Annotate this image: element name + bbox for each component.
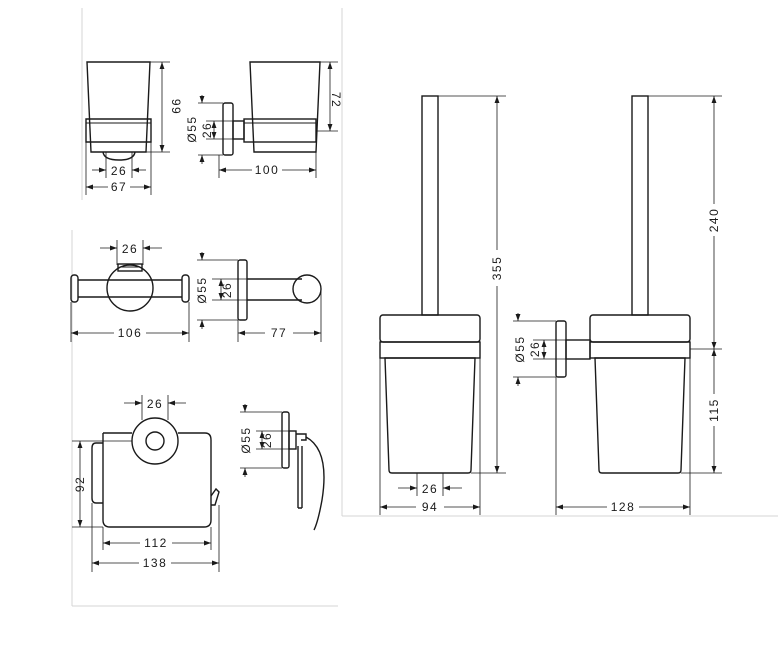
tumbler-side-rosette-label: 26 bbox=[200, 122, 214, 138]
paper-holder-diameter-label: Ø55 bbox=[239, 426, 253, 453]
tumbler-side-depth-label: 100 bbox=[255, 163, 280, 177]
paper-holder-overall-width-label: 138 bbox=[143, 556, 168, 570]
brush-height-label: 355 bbox=[490, 256, 504, 281]
brush-side-rosette-label: 26 bbox=[528, 341, 542, 357]
tumbler-side-diameter-label: Ø55 bbox=[185, 115, 199, 142]
tumbler-overall-width-label: 67 bbox=[111, 180, 127, 194]
tumbler-height-label: 99 bbox=[169, 99, 183, 115]
roll-holder-rosette-label: 26 bbox=[220, 282, 234, 298]
paper-holder-rosette-label: 26 bbox=[260, 432, 274, 448]
paper-holder-front-view: 26 92 112 138 bbox=[72, 395, 220, 572]
roll-holder-front-view: 26 106 bbox=[70, 240, 190, 342]
paper-holder-cover-width-label: 112 bbox=[144, 536, 168, 550]
brush-width-label: 94 bbox=[422, 500, 438, 514]
sheet-frame bbox=[71, 8, 778, 607]
roll-holder-length-label: 106 bbox=[118, 326, 143, 340]
roll-holder-diameter-label: Ø55 bbox=[195, 276, 209, 303]
paper-holder-height-label: 92 bbox=[73, 476, 87, 492]
brush-side-diameter-label: Ø55 bbox=[513, 335, 527, 362]
brush-side-depth-label: 128 bbox=[611, 500, 636, 514]
brush-handle-height-label: 240 bbox=[707, 208, 721, 233]
tumbler-width-label: 26 bbox=[111, 164, 127, 178]
paper-holder-side-view: Ø55 26 bbox=[239, 404, 325, 531]
roll-holder-top-width-label: 26 bbox=[122, 242, 138, 256]
brush-holder-height-label: 115 bbox=[707, 398, 721, 422]
toilet-brush-front-view: 355 26 94 bbox=[379, 95, 506, 515]
tumbler-side-height-label: 72 bbox=[329, 92, 343, 108]
brush-base-label: 26 bbox=[422, 482, 438, 496]
paper-holder-top-width-label: 26 bbox=[147, 397, 163, 411]
tumbler-side-view: 72 Ø55 26 100 bbox=[185, 61, 343, 178]
tumbler-front-view: 99 26 67 bbox=[85, 61, 183, 195]
toilet-brush-side-view: 240 115 Ø55 26 128 bbox=[513, 95, 722, 515]
roll-holder-side-view: Ø55 26 77 bbox=[195, 252, 322, 342]
roll-holder-depth-label: 77 bbox=[271, 326, 287, 340]
